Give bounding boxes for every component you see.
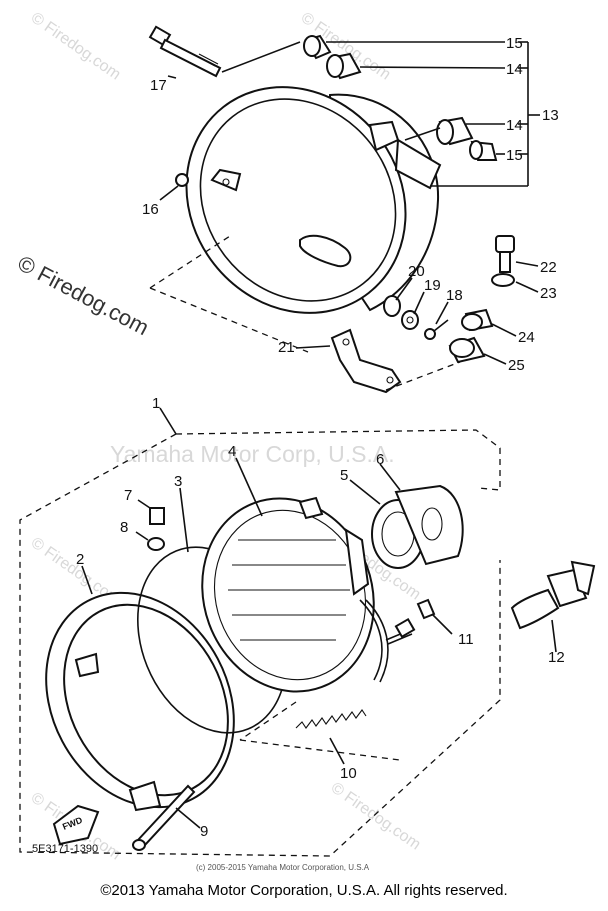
small-copyright: (c) 2005-2015 Yamaha Motor Corporation, … bbox=[196, 863, 370, 872]
wiring bbox=[359, 599, 416, 683]
callout-17: 17 bbox=[150, 77, 167, 94]
callout-11: 11 bbox=[458, 631, 474, 648]
callout-14-right: 14 bbox=[506, 117, 523, 134]
callout-12: 12 bbox=[548, 649, 565, 666]
collar-grommet-top bbox=[303, 34, 362, 80]
screw-9 bbox=[132, 784, 201, 851]
bolt-17 bbox=[148, 25, 222, 78]
callout-18: 18 bbox=[446, 287, 463, 304]
callout-7: 7 bbox=[124, 487, 132, 504]
callout-21: 21 bbox=[278, 339, 295, 356]
watermark-brand: Yamaha Motor Corp, U.S.A. bbox=[110, 441, 395, 467]
headlight-unit-box bbox=[19, 407, 501, 857]
clip-11 bbox=[416, 598, 453, 635]
callout-20: 20 bbox=[408, 263, 425, 280]
callout-2: 2 bbox=[76, 551, 84, 568]
dashed-guides-lower bbox=[239, 701, 401, 761]
cover-6 bbox=[379, 463, 464, 566]
callout-3: 3 bbox=[174, 473, 182, 490]
callout-14-top: 14 bbox=[506, 61, 523, 78]
callout-16: 16 bbox=[142, 201, 159, 218]
callout-24: 24 bbox=[518, 329, 535, 346]
callout-1: 1 bbox=[152, 395, 160, 412]
callout-22: 22 bbox=[540, 259, 557, 276]
fwd-arrow: FWD bbox=[52, 804, 100, 846]
bolt-22-washer-23 bbox=[491, 235, 539, 293]
screw-16 bbox=[159, 173, 189, 201]
callout-10: 10 bbox=[340, 765, 357, 782]
screw-7-washer-8 bbox=[135, 499, 165, 551]
callout-23: 23 bbox=[540, 285, 557, 302]
spring-10 bbox=[295, 709, 367, 765]
stay-21 bbox=[295, 328, 402, 394]
callout-15-right: 15 bbox=[506, 147, 523, 164]
collar-grommet-right bbox=[436, 116, 498, 161]
washers-screw bbox=[383, 277, 449, 340]
watermark-site: © Firedog.com bbox=[328, 779, 424, 853]
callout-numbers: 1 2 3 4 5 6 7 8 9 10 11 12 13 14 14 15 1… bbox=[76, 35, 565, 840]
lens-reflector-4 bbox=[201, 457, 375, 693]
watermark-site: © Firedog.com bbox=[28, 9, 124, 83]
diagram-code: 5E3171-1390 bbox=[32, 843, 98, 855]
callout-15-top: 15 bbox=[506, 35, 523, 52]
callout-9: 9 bbox=[200, 823, 208, 840]
damper-24-grommet-25 bbox=[448, 308, 517, 365]
headlight-body bbox=[185, 86, 442, 314]
callout-5: 5 bbox=[340, 467, 348, 484]
dashed-guides-upper bbox=[149, 235, 461, 391]
copyright-notice: ©2013 Yamaha Motor Corporation, U.S.A. A… bbox=[100, 882, 508, 899]
callout-6: 6 bbox=[376, 451, 384, 468]
callout-lines-13 bbox=[221, 41, 540, 187]
callout-8: 8 bbox=[120, 519, 128, 536]
callout-4: 4 bbox=[228, 443, 236, 460]
callout-19: 19 bbox=[424, 277, 441, 294]
callout-13: 13 bbox=[542, 107, 559, 124]
rim-2 bbox=[45, 565, 235, 812]
callout-25: 25 bbox=[508, 357, 525, 374]
bulb-12 bbox=[510, 560, 596, 653]
site-watermark-dark: © Firedog.com bbox=[14, 250, 153, 340]
